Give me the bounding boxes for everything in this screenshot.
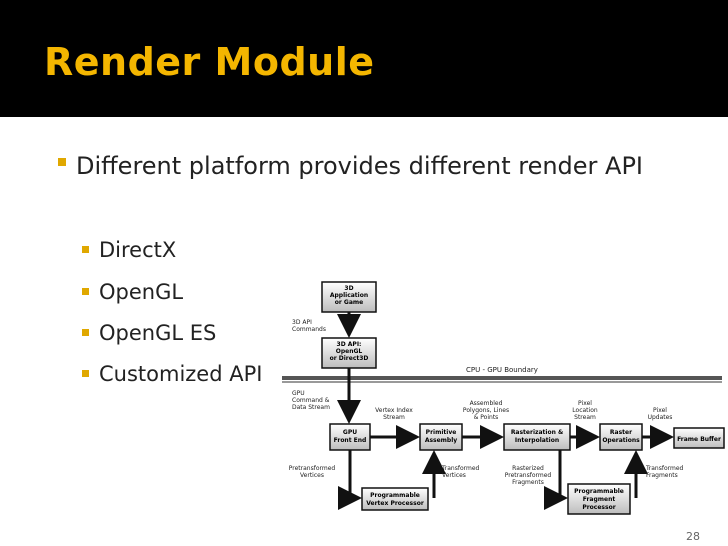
- svg-text:Fragments: Fragments: [512, 479, 544, 486]
- main-bullet-text: Different platform provides different re…: [76, 152, 644, 180]
- svg-text:Frame Buffer: Frame Buffer: [677, 436, 721, 443]
- svg-text:Command &: Command &: [292, 397, 330, 404]
- svg-text:Pixel: Pixel: [653, 407, 667, 414]
- svg-text:GPU: GPU: [292, 390, 305, 397]
- svg-text:Commands: Commands: [292, 326, 326, 333]
- sub-bullet-label: OpenGL: [99, 280, 184, 304]
- svg-text:Transformed: Transformed: [645, 465, 684, 472]
- svg-text:Front End: Front End: [334, 437, 367, 444]
- svg-text:Vertex Processor: Vertex Processor: [366, 500, 424, 507]
- svg-text:3D: 3D: [344, 285, 353, 292]
- svg-text:Programmable: Programmable: [370, 492, 420, 499]
- svg-text:Pretransformed: Pretransformed: [289, 465, 336, 472]
- box-gpu-front-end: GPU Front End: [329, 423, 371, 451]
- svg-text:& Points: & Points: [474, 414, 499, 421]
- svg-text:Vertex Index: Vertex Index: [375, 407, 413, 414]
- slide-title: Render Module: [44, 40, 375, 84]
- svg-text:Application: Application: [330, 292, 368, 299]
- svg-text:3D API: 3D API: [292, 319, 312, 326]
- svg-text:Operations: Operations: [602, 437, 640, 444]
- svg-text:Pixel: Pixel: [578, 400, 592, 407]
- box-raster-operations: Raster Operations: [599, 423, 643, 451]
- svg-text:Pretransformed: Pretransformed: [505, 472, 552, 479]
- svg-text:Fragments: Fragments: [646, 472, 678, 479]
- svg-text:Fragment: Fragment: [583, 496, 616, 503]
- box-primitive-assembly: Primitive Assembly: [419, 423, 463, 451]
- bullet-marker: [58, 158, 66, 166]
- svg-text:Updates: Updates: [648, 414, 673, 421]
- svg-text:Location: Location: [572, 407, 598, 414]
- svg-text:3D API:: 3D API:: [337, 341, 362, 348]
- svg-text:or Direct3D: or Direct3D: [330, 355, 369, 362]
- svg-text:Transformed: Transformed: [441, 465, 480, 472]
- cpu-gpu-boundary-label: CPU - GPU Boundary: [466, 366, 538, 374]
- box-vertex-processor: Programmable Vertex Processor: [361, 487, 429, 511]
- box-rasterization: Rasterization & Interpolation: [503, 423, 571, 451]
- svg-text:Rasterization &: Rasterization &: [511, 429, 563, 436]
- flow-labels: 3D API Commands GPU Command & Data Strea…: [289, 319, 684, 486]
- svg-text:Processor: Processor: [582, 504, 615, 511]
- sub-bullet-opengl-es: OpenGL ES: [82, 321, 216, 345]
- svg-text:Vertices: Vertices: [300, 472, 324, 479]
- bullet-marker: [82, 287, 89, 295]
- title-bar: Render Module: [0, 0, 728, 117]
- svg-text:Primitive: Primitive: [426, 429, 457, 436]
- cpu-gpu-boundary-line: [282, 376, 722, 380]
- bullet-marker: [82, 369, 89, 377]
- sub-bullet-directx: DirectX: [82, 238, 176, 262]
- svg-text:GPU: GPU: [343, 429, 357, 436]
- svg-text:Programmable: Programmable: [574, 488, 624, 495]
- sub-bullet-label: OpenGL ES: [99, 321, 217, 345]
- svg-text:Polygons, Lines: Polygons, Lines: [463, 407, 509, 414]
- sub-bullet-opengl: OpenGL: [82, 280, 183, 304]
- sub-bullet-label: Customized API: [99, 362, 263, 386]
- box-3d-application: 3D Application or Game: [321, 281, 377, 313]
- bullet-marker: [82, 245, 89, 253]
- svg-text:Stream: Stream: [574, 414, 596, 421]
- svg-text:OpenGL: OpenGL: [336, 348, 363, 355]
- page-number: 28: [686, 530, 700, 543]
- svg-text:or Game: or Game: [335, 299, 363, 306]
- svg-text:Raster: Raster: [610, 429, 632, 436]
- svg-text:Data Stream: Data Stream: [292, 404, 330, 411]
- svg-text:Rasterized: Rasterized: [512, 465, 544, 472]
- svg-text:Stream: Stream: [383, 414, 405, 421]
- svg-text:Assembled: Assembled: [470, 400, 503, 407]
- sub-bullet-customized-api: Customized API: [82, 362, 262, 386]
- box-frame-buffer: Frame Buffer: [673, 427, 725, 449]
- sub-bullet-label: DirectX: [99, 238, 177, 262]
- svg-text:Assembly: Assembly: [425, 437, 457, 444]
- box-fragment-processor: Programmable Fragment Processor: [567, 483, 631, 515]
- svg-text:Vertices: Vertices: [442, 472, 466, 479]
- svg-text:Interpolation: Interpolation: [515, 437, 559, 444]
- bullet-marker: [82, 328, 89, 336]
- box-3d-api: 3D API: OpenGL or Direct3D: [321, 337, 377, 369]
- pipeline-arrows: [337, 312, 674, 510]
